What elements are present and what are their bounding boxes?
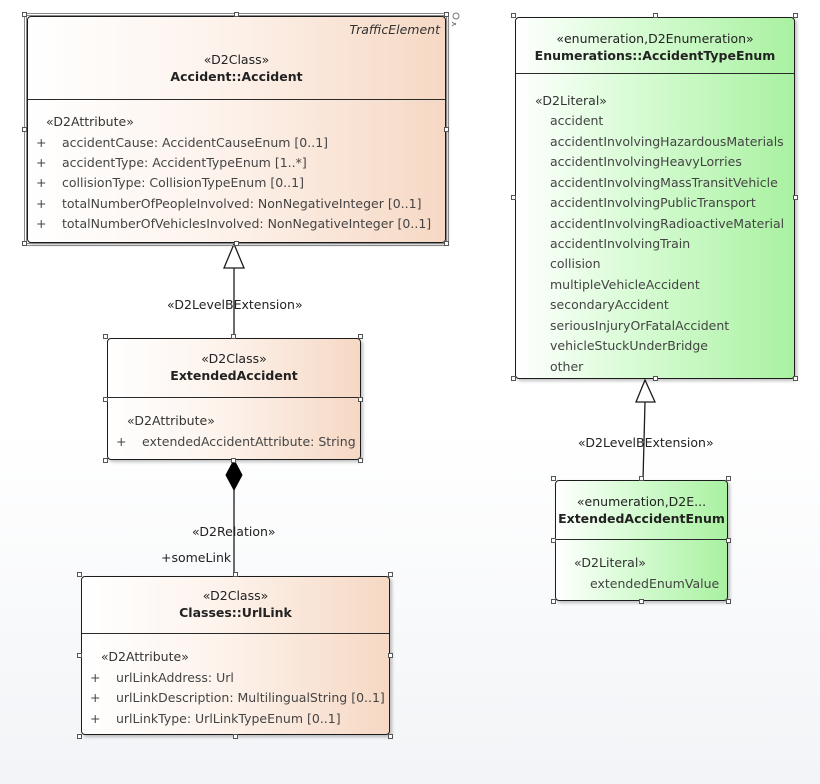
role-label: +someLink xyxy=(161,550,232,565)
attribute-row[interactable]: +totalNumberOfPeopleInvolved: NonNegativ… xyxy=(36,196,422,211)
resize-handle[interactable] xyxy=(793,195,798,200)
resize-handle[interactable] xyxy=(653,13,658,18)
resize-handle[interactable] xyxy=(77,653,82,658)
resize-handle[interactable] xyxy=(653,376,658,381)
literal-row[interactable]: other xyxy=(550,359,584,374)
literal-row[interactable]: vehicleStuckUnderBridge xyxy=(550,338,708,353)
resize-handle[interactable] xyxy=(551,599,556,604)
literal-row[interactable]: accidentInvolvingMassTransitVehicle xyxy=(550,175,778,190)
class-name: Accident::Accident xyxy=(170,69,303,84)
resize-handle[interactable] xyxy=(234,12,239,17)
resize-handle[interactable] xyxy=(233,572,238,577)
enum-accident-type[interactable]: «enumeration,D2Enumeration» Enumerations… xyxy=(515,17,795,379)
enum-extension-arrowhead xyxy=(635,378,657,403)
literal-row[interactable]: collision xyxy=(550,256,601,271)
relation-label: «D2Relation» xyxy=(192,524,276,539)
class-stereotype: «D2Class» xyxy=(201,351,267,366)
enum-stereotype: «enumeration,D2E... xyxy=(576,494,707,509)
enum-extended-accident[interactable]: «enumeration,D2E... ExtendedAccidentEnum… xyxy=(555,480,728,601)
enum-header: «enumeration,D2Enumeration» Enumerations… xyxy=(516,18,794,74)
resize-handle[interactable] xyxy=(103,397,108,402)
enum-header: «enumeration,D2E... ExtendedAccidentEnum xyxy=(556,481,727,540)
class-accident[interactable]: TrafficElement «D2Class» Accident::Accid… xyxy=(27,16,446,243)
attribute-row[interactable]: +urlLinkDescription: MultilingualString … xyxy=(90,690,385,705)
attribute-row[interactable]: +accidentCause: AccidentCauseEnum [0..1] xyxy=(36,135,329,150)
resize-handle[interactable] xyxy=(388,572,393,577)
resize-handle[interactable] xyxy=(726,476,731,481)
composition-diamond xyxy=(225,458,243,492)
literal-section-label: «D2Literal» xyxy=(535,93,607,108)
literal-row[interactable]: extendedEnumValue xyxy=(590,576,720,591)
class-name: Classes::UrlLink xyxy=(179,605,292,620)
resize-handle[interactable] xyxy=(551,538,556,543)
literal-row[interactable]: accident xyxy=(550,113,604,128)
resize-handle[interactable] xyxy=(444,127,449,132)
class-extension-arrowhead xyxy=(223,242,245,269)
resize-handle[interactable] xyxy=(388,653,393,658)
attribute-row[interactable]: +totalNumberOfVehiclesInvolved: NonNegat… xyxy=(36,216,432,231)
resize-handle[interactable] xyxy=(793,376,798,381)
class-url-link[interactable]: «D2Class» Classes::UrlLink «D2Attribute»… xyxy=(81,576,390,735)
resize-handle[interactable] xyxy=(639,599,644,604)
resize-handle[interactable] xyxy=(388,734,393,739)
class-stereotype: «D2Class» xyxy=(203,52,270,67)
attribute-section-label: «D2Attribute» xyxy=(127,413,215,428)
literal-row[interactable]: accidentInvolvingHazardousMaterials xyxy=(550,134,784,149)
attribute-row[interactable]: +urlLinkType: UrlLinkTypeEnum [0..1] xyxy=(90,711,341,726)
resize-handle[interactable] xyxy=(77,572,82,577)
attribute-section-label: «D2Attribute» xyxy=(101,649,189,664)
enum-name: Enumerations::AccidentTypeEnum xyxy=(534,48,776,63)
literal-row[interactable]: accidentInvolvingRadioactiveMaterial xyxy=(550,216,785,231)
resize-handle[interactable] xyxy=(793,13,798,18)
literal-row[interactable]: seriousInjuryOrFatalAccident xyxy=(550,318,730,333)
resize-handle[interactable] xyxy=(22,241,27,246)
resize-handle[interactable] xyxy=(511,376,516,381)
resize-handle[interactable] xyxy=(511,195,516,200)
parent-tag: TrafficElement xyxy=(349,22,440,37)
attribute-row[interactable]: +accidentType: AccidentTypeEnum [1..*] xyxy=(36,155,307,170)
resize-handle[interactable] xyxy=(726,538,731,543)
class-header: «D2Class» Classes::UrlLink xyxy=(82,577,389,634)
resize-handle[interactable] xyxy=(234,241,239,246)
class-stereotype: «D2Class» xyxy=(202,588,269,603)
class-header: «D2Class» ExtendedAccident xyxy=(108,339,360,398)
resize-handle[interactable] xyxy=(358,458,363,463)
resize-handle[interactable] xyxy=(444,12,449,17)
enum-stereotype: «enumeration,D2Enumeration» xyxy=(556,31,754,46)
resize-handle[interactable] xyxy=(231,458,236,463)
resize-handle[interactable] xyxy=(103,458,108,463)
literal-row[interactable]: secondaryAccident xyxy=(550,297,669,312)
resize-handle[interactable] xyxy=(444,241,449,246)
resize-handle[interactable] xyxy=(511,13,516,18)
resize-handle[interactable] xyxy=(358,397,363,402)
resize-handle[interactable] xyxy=(726,599,731,604)
class-extended-accident[interactable]: «D2Class» ExtendedAccident «D2Attribute»… xyxy=(107,338,361,460)
attribute-row[interactable]: +extendedAccidentAttribute: String xyxy=(116,434,356,449)
resize-handle[interactable] xyxy=(231,334,236,339)
enum-extension-connector[interactable] xyxy=(642,401,646,481)
literal-row[interactable]: accidentInvolvingHeavyLorries xyxy=(550,154,742,169)
resize-handle[interactable] xyxy=(103,334,108,339)
attribute-row[interactable]: +collisionType: CollisionTypeEnum [0..1] xyxy=(36,175,304,190)
class-header: «D2Class» Accident::Accident xyxy=(28,17,445,100)
class-name: ExtendedAccident xyxy=(170,368,298,383)
element-tool-icon[interactable] xyxy=(451,12,460,27)
class-extension-label: «D2LevelBExtension» xyxy=(167,297,303,312)
enum-name: ExtendedAccidentEnum xyxy=(558,511,725,526)
literal-row[interactable]: accidentInvolvingPublicTransport xyxy=(550,195,756,210)
literal-row[interactable]: accidentInvolvingTrain xyxy=(550,236,691,251)
resize-handle[interactable] xyxy=(22,127,27,132)
resize-handle[interactable] xyxy=(358,334,363,339)
resize-handle[interactable] xyxy=(233,734,238,739)
resize-handle[interactable] xyxy=(639,476,644,481)
resize-handle[interactable] xyxy=(77,734,82,739)
attribute-row[interactable]: +urlLinkAddress: Url xyxy=(90,670,234,685)
literal-section-label: «D2Literal» xyxy=(574,555,646,570)
attribute-section-label: «D2Attribute» xyxy=(46,114,134,129)
enum-extension-label: «D2LevelBExtension» xyxy=(578,435,714,450)
resize-handle[interactable] xyxy=(22,12,27,17)
literal-row[interactable]: multipleVehicleAccident xyxy=(550,277,700,292)
resize-handle[interactable] xyxy=(551,476,556,481)
